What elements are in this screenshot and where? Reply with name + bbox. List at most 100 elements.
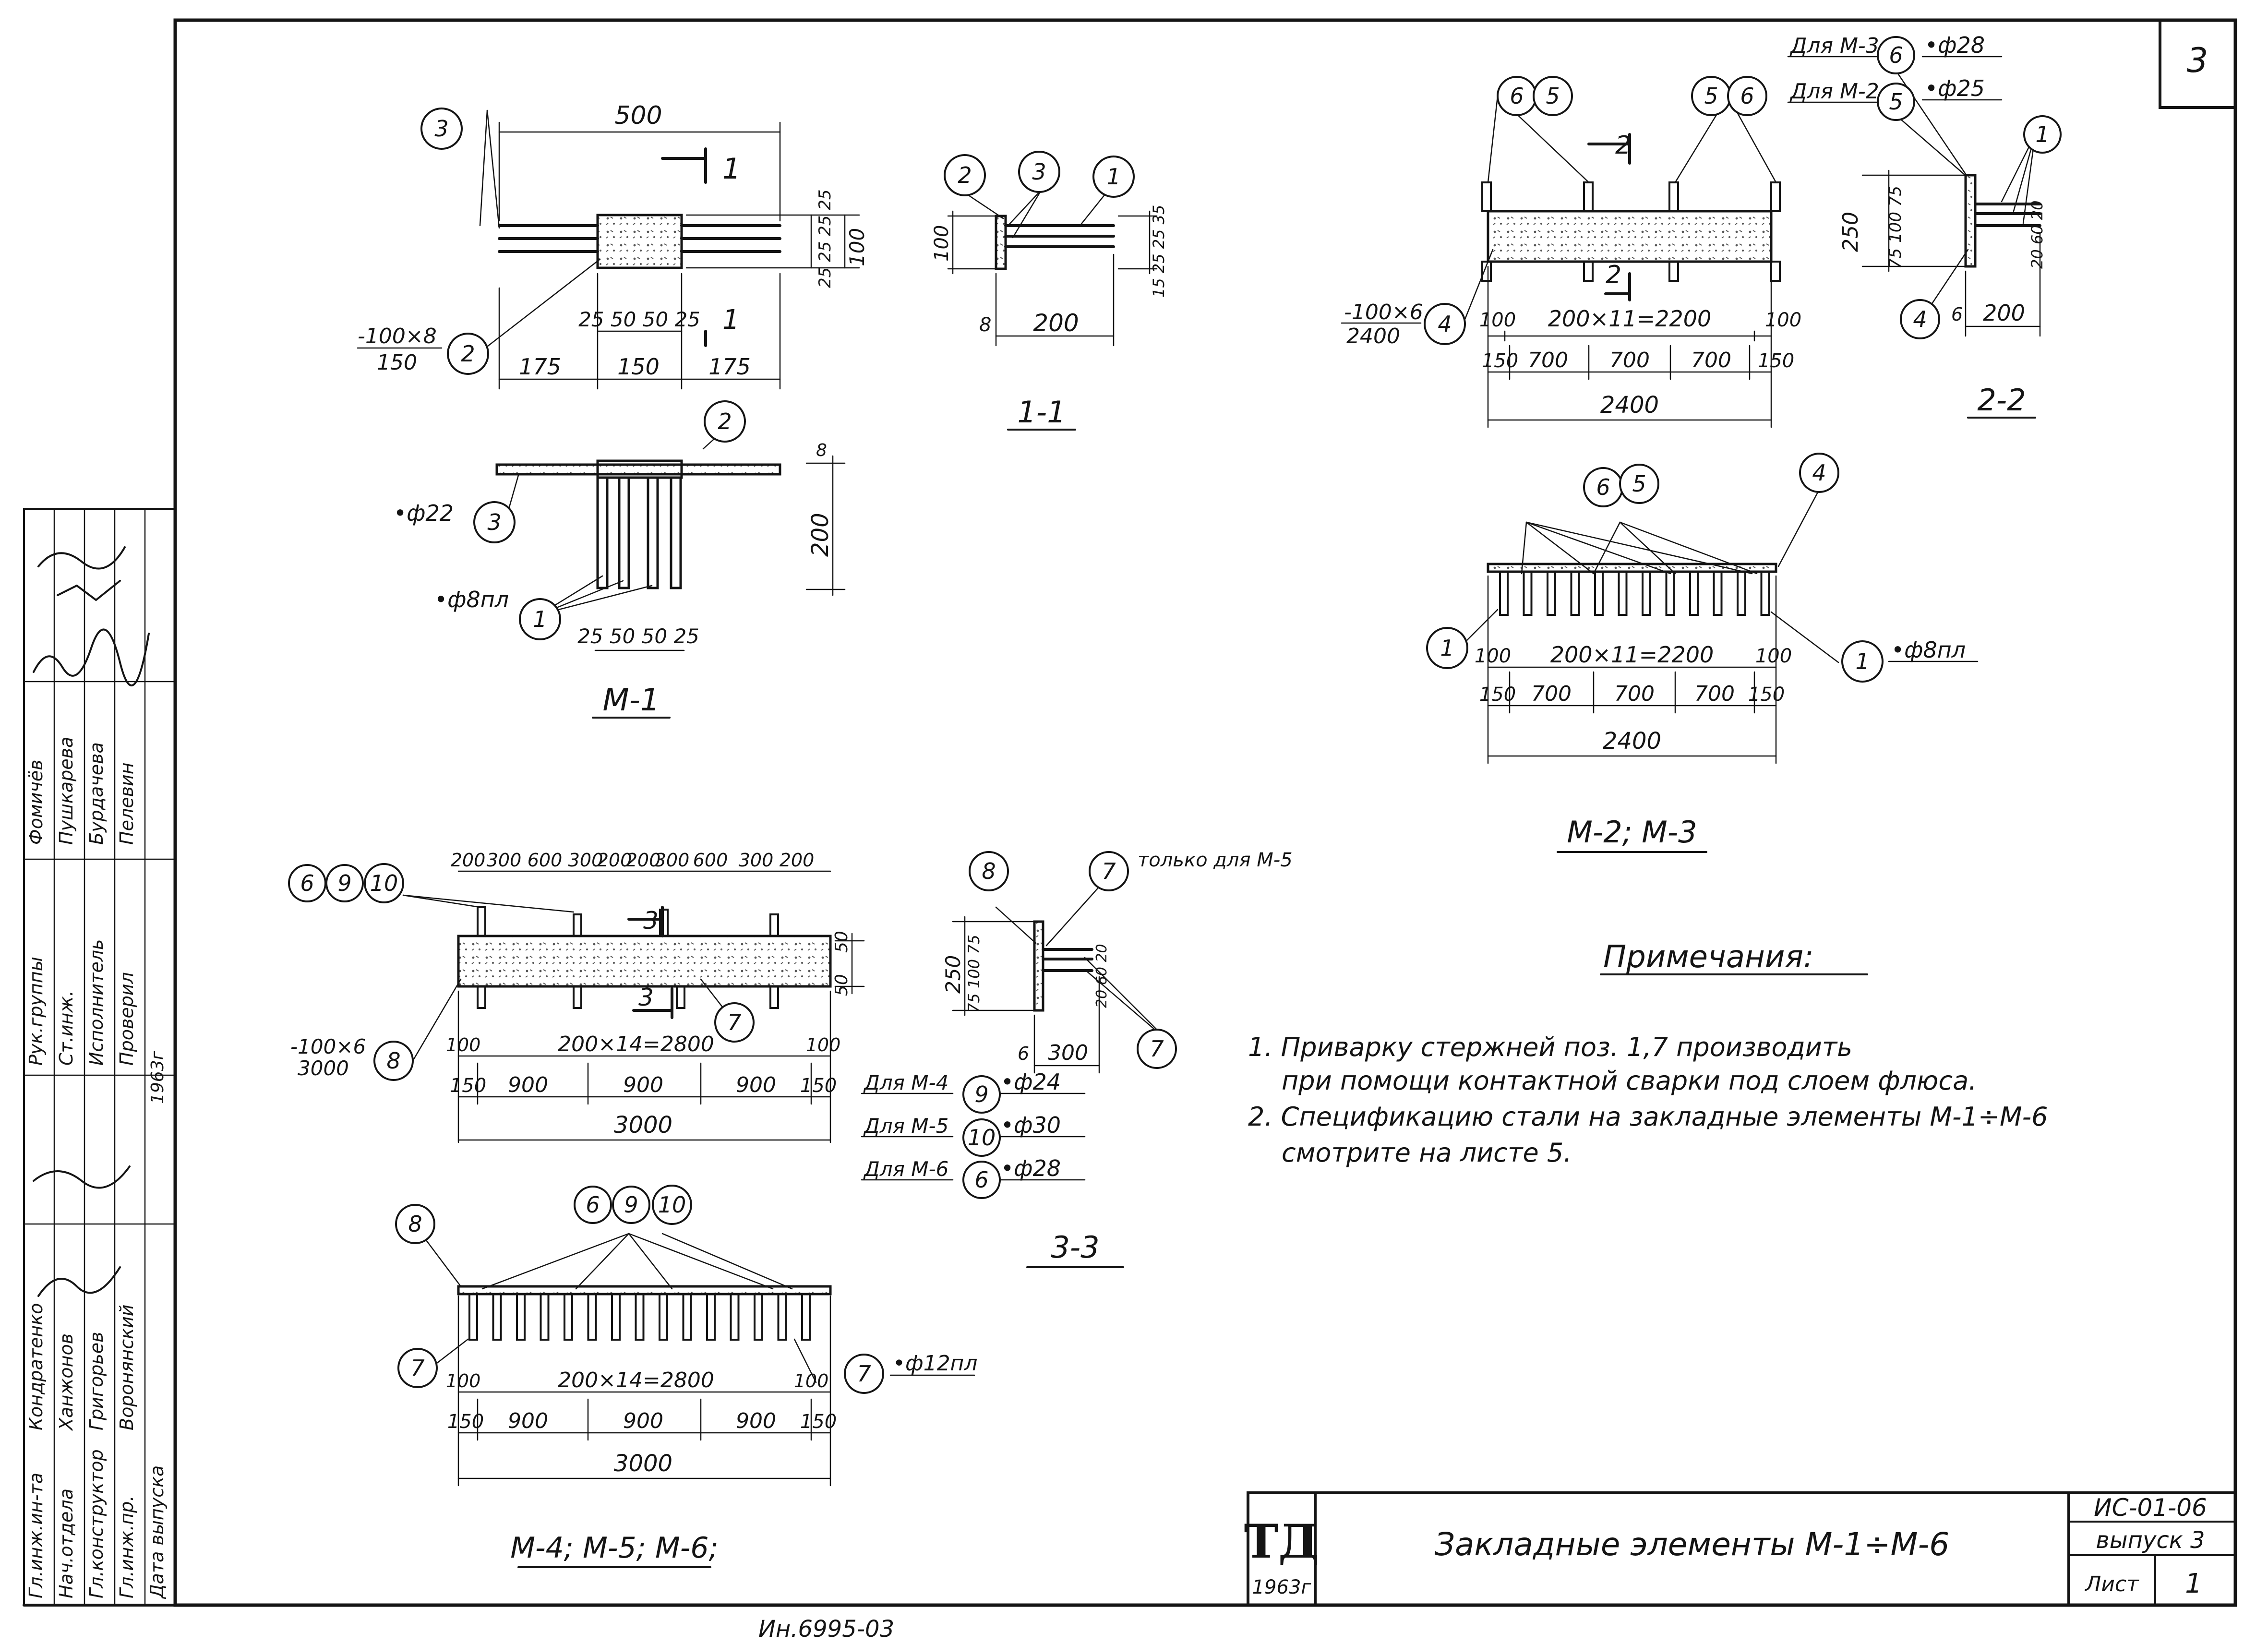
sec22-bubble-5: 5: [1877, 83, 1915, 121]
m456-plan-dim-150b: 150: [800, 1075, 837, 1097]
title-text: Закладные элементы М-1÷М-6: [1435, 1526, 1950, 1563]
title-block: ТД 1963г Закладные элементы М-1÷М-6 ИС-0…: [1244, 1491, 2237, 1607]
m23-front-dim-700b: 700: [1614, 682, 1655, 706]
stamp-role2-1: Рук.группы: [25, 957, 47, 1066]
m456-plan-view: 200 300 600 300 200 200 300 600 300 200 …: [290, 850, 865, 1143]
svg-text:9: 9: [337, 870, 351, 896]
anchor-bar: [564, 1293, 573, 1341]
svg-text:7: 7: [1150, 1036, 1164, 1062]
m456-front-bubble-8: 8: [395, 1204, 435, 1244]
m456-dim-top-6: 300: [655, 850, 690, 871]
sec11-dim-100: 100: [931, 225, 953, 262]
m456-plan-bubble-7: 7: [714, 1002, 755, 1043]
svg-text:1: 1: [533, 606, 547, 632]
sec33-for-m5-bar: •ф30: [1001, 1112, 1061, 1138]
m23-front-dim-total: 2400: [1603, 728, 1661, 755]
stamp-name2-3: Бурдачева: [86, 742, 107, 845]
sec11-dim-8: 8: [979, 314, 991, 336]
m456-dim-top-3: 300: [568, 850, 603, 871]
m1-plate-label: -100×8: [358, 324, 437, 348]
svg-text:7: 7: [727, 1009, 741, 1035]
sec33-dim-6: 6: [1018, 1043, 1029, 1064]
sec22-bubble-1: 1: [2023, 115, 2062, 154]
m456-dim-top-5: 200: [626, 850, 661, 871]
stamp-name-2: Ханжонов: [56, 1333, 77, 1431]
svg-text:9: 9: [974, 1081, 988, 1107]
stamp-role2-3: Исполнитель: [86, 939, 107, 1066]
anchor-bar: [540, 1293, 550, 1341]
sec33-bubble-6: 6: [962, 1161, 1001, 1199]
anchor-bar: [1760, 571, 1770, 616]
sec22-for-m2-bar: •ф25: [1925, 75, 1985, 101]
anchor-bar: [516, 1293, 526, 1341]
anchor-bar: [1737, 571, 1746, 616]
notes-heading: Примечания:: [1603, 939, 1814, 975]
m456-dim-top-1: 300: [487, 850, 522, 871]
anchor-bar: [635, 1293, 645, 1341]
sec22-dim-200: 200: [1983, 300, 2025, 326]
anchor-bar: [1594, 571, 1604, 616]
svg-text:7: 7: [1102, 858, 1116, 884]
m456-section-mark-bottom: 3: [638, 984, 654, 1011]
m456-dim-top-7: 600: [693, 850, 728, 871]
m1-dim-500: 500: [614, 101, 662, 130]
anchor-bar: [1523, 571, 1533, 616]
m456-section-mark-top: 3: [643, 907, 659, 935]
stamp-role-4: Гл.инж.пр.: [116, 1496, 137, 1598]
sec11-label: 1-1: [1017, 395, 1066, 430]
m23-plan-dim-100b: 100: [1765, 309, 1801, 331]
anchor-bar: [777, 1293, 787, 1341]
m456-front-dim-900a: 900: [508, 1409, 548, 1433]
m1-front-bubble-2: 2: [704, 400, 746, 443]
m456-plan-dim-900c: 900: [736, 1073, 776, 1097]
m456-front-bubble-7b: 7: [844, 1354, 884, 1394]
m456-front-bubble-7a: 7: [397, 1348, 438, 1388]
svg-text:6: 6: [1889, 42, 1903, 68]
svg-text:1: 1: [1440, 635, 1454, 661]
note-line-4: смотрите на листе 5.: [1282, 1138, 1572, 1168]
m23-plan-dim-150b: 150: [1758, 350, 1794, 372]
corner-sheet-number: 3: [2187, 41, 2208, 80]
m23-plan-view: 2 2 -100×6 2400 100 200×11=2200 100 150 …: [1341, 95, 1801, 428]
sec11-dim-200: 200: [1033, 309, 1079, 337]
svg-text:5: 5: [1704, 83, 1718, 109]
svg-text:5: 5: [1889, 89, 1903, 115]
m456-plan-dim-2800: 200×14=2800: [558, 1032, 714, 1056]
stamp-role-2: Нач.отдела: [56, 1488, 77, 1598]
m23-front-dim-2200: 200×11=2200: [1550, 642, 1714, 668]
m23-front-dim-100b: 100: [1755, 645, 1792, 667]
sec22-for-m3: Для М-3: [1789, 34, 1879, 58]
m1-front-dim-8: 8: [816, 441, 827, 460]
m23-plan-dim-700c: 700: [1691, 348, 1731, 372]
svg-text:3: 3: [434, 116, 448, 142]
anchor-bar: [1642, 571, 1651, 616]
m456-dim-top-0: 200: [451, 850, 486, 871]
m456-front-dim-900b: 900: [623, 1409, 663, 1433]
m23-front-dim-150a: 150: [1479, 684, 1516, 706]
stamp-name2-2: Пушкарева: [56, 737, 77, 845]
m23-plan-bubble-6b: 6: [1727, 76, 1767, 116]
m1-label: М-1: [602, 683, 660, 718]
m456-plan-dim-total: 3000: [614, 1112, 672, 1139]
m456-front-bubble-6: 6: [574, 1186, 612, 1224]
sec33-label: 3-3: [1051, 1230, 1099, 1265]
svg-text:1: 1: [1855, 648, 1869, 674]
anchor-bar: [1689, 571, 1699, 616]
svg-text:10: 10: [968, 1125, 996, 1151]
sec33-for-m5: Для М-5: [863, 1114, 948, 1138]
m1-dim-175b: 175: [708, 354, 751, 380]
section-1-1: 100 200 8 15 25 25 35 1-1: [931, 189, 1168, 431]
anchor-bar: [587, 1293, 597, 1341]
m456-dim-top-9: 200: [780, 850, 815, 871]
anchor-bar: [1570, 571, 1580, 616]
m456-front-dim-100a: 100: [446, 1370, 481, 1392]
sec33-dim-300: 300: [1048, 1041, 1088, 1065]
sec33-bubble-10: 10: [962, 1118, 1001, 1157]
sec33-bubble-9: 9: [962, 1075, 1001, 1114]
m1-section-mark-bottom: 1: [722, 304, 740, 336]
m456-plate-len: 3000: [298, 1056, 349, 1080]
anchor-bar: [801, 1293, 811, 1341]
m456-front-bars: [468, 1293, 811, 1341]
m23-front-bars: [1499, 571, 1770, 616]
m1-front-dim-200: 200: [807, 513, 834, 557]
